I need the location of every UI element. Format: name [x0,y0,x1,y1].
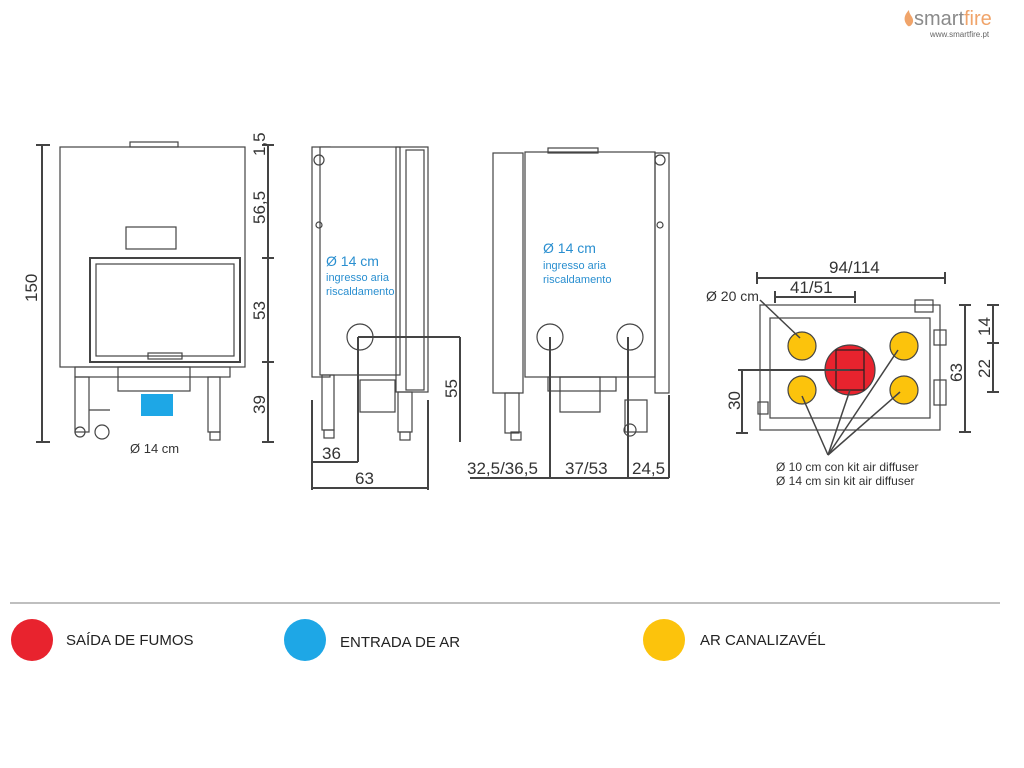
brand-url: www.smartfire.pt [929,30,990,39]
ducted-air-outlet-tl [787,331,817,361]
front-dim-bottom: 39 [250,395,269,414]
legend-swatch-blue [284,619,326,661]
top-dim-14: 14 [975,317,994,336]
ducted-air-outlet-bl [787,375,817,405]
top-dim-30: 30 [725,391,744,410]
front-height-total: 150 [22,274,41,302]
legend-swatch-yellow [643,619,685,661]
top-dim-center: 41/51 [790,278,833,297]
front-dim-top: 56,5 [250,191,269,224]
top-view [736,272,999,456]
top-flue-label: Ø 20 cm [706,288,759,304]
front-dim-mid: 53 [250,301,269,320]
back-inlet-label-3: riscaldamento [543,274,611,286]
legend-swatch-red [11,619,53,661]
air-inlet-duct-front [141,394,173,416]
side-inlet-label-2: ingresso aria [326,272,390,284]
ducted-air-outlet-br [889,375,919,405]
legend-item-flue: SAÍDA DE FUMOS [11,619,194,661]
back-dim-left: 32,5/36,5 [467,459,538,478]
legend-item-ducted-air: AR CANALIZAVÉL [643,619,826,661]
brand-logo: smartfire www.smartfire.pt [904,8,992,39]
svg-text:smartfire: smartfire [914,8,992,30]
front-view [36,141,274,443]
top-dim-depth: 63 [947,363,966,382]
legend-label-flue: SAÍDA DE FUMOS [66,632,194,649]
brand-name-part2: fire [964,8,992,30]
front-dim-top-small: 1,5 [250,132,269,156]
back-dim-right: 24,5 [632,459,665,478]
side-dim-height: 55 [442,379,461,398]
ducted-air-outlet-tr [889,331,919,361]
top-dim-22: 22 [975,359,994,378]
legend-item-air-inlet: ENTRADA DE AR [284,619,460,661]
air-inlet-circle-back-right [616,323,644,351]
back-inlet-label-1: Ø 14 cm [543,240,596,256]
back-dim-mid: 37/53 [565,459,608,478]
flame-icon [904,10,914,27]
side-dim-inlet-offset: 36 [322,444,341,463]
top-outlet-note-1: Ø 10 cm con kit air diffuser [776,460,919,474]
top-outlet-note-2: Ø 14 cm sin kit air diffuser [776,474,915,488]
top-dim-width: 94/114 [829,258,880,277]
back-view [470,147,670,479]
legend: SAÍDA DE FUMOS ENTRADA DE AR AR CANALIZA… [11,619,826,661]
side-dim-depth: 63 [355,469,374,488]
legend-label-ducted-air: AR CANALIZAVÉL [700,632,826,649]
front-duct-label: Ø 14 cm [130,441,179,456]
side-inlet-label-3: riscaldamento [326,286,394,298]
back-inlet-label-2: ingresso aria [543,260,607,272]
side-inlet-label-1: Ø 14 cm [326,253,379,269]
brand-name-part1: smart [914,8,964,30]
legend-label-air-inlet: ENTRADA DE AR [340,634,460,651]
side-view [311,146,461,490]
